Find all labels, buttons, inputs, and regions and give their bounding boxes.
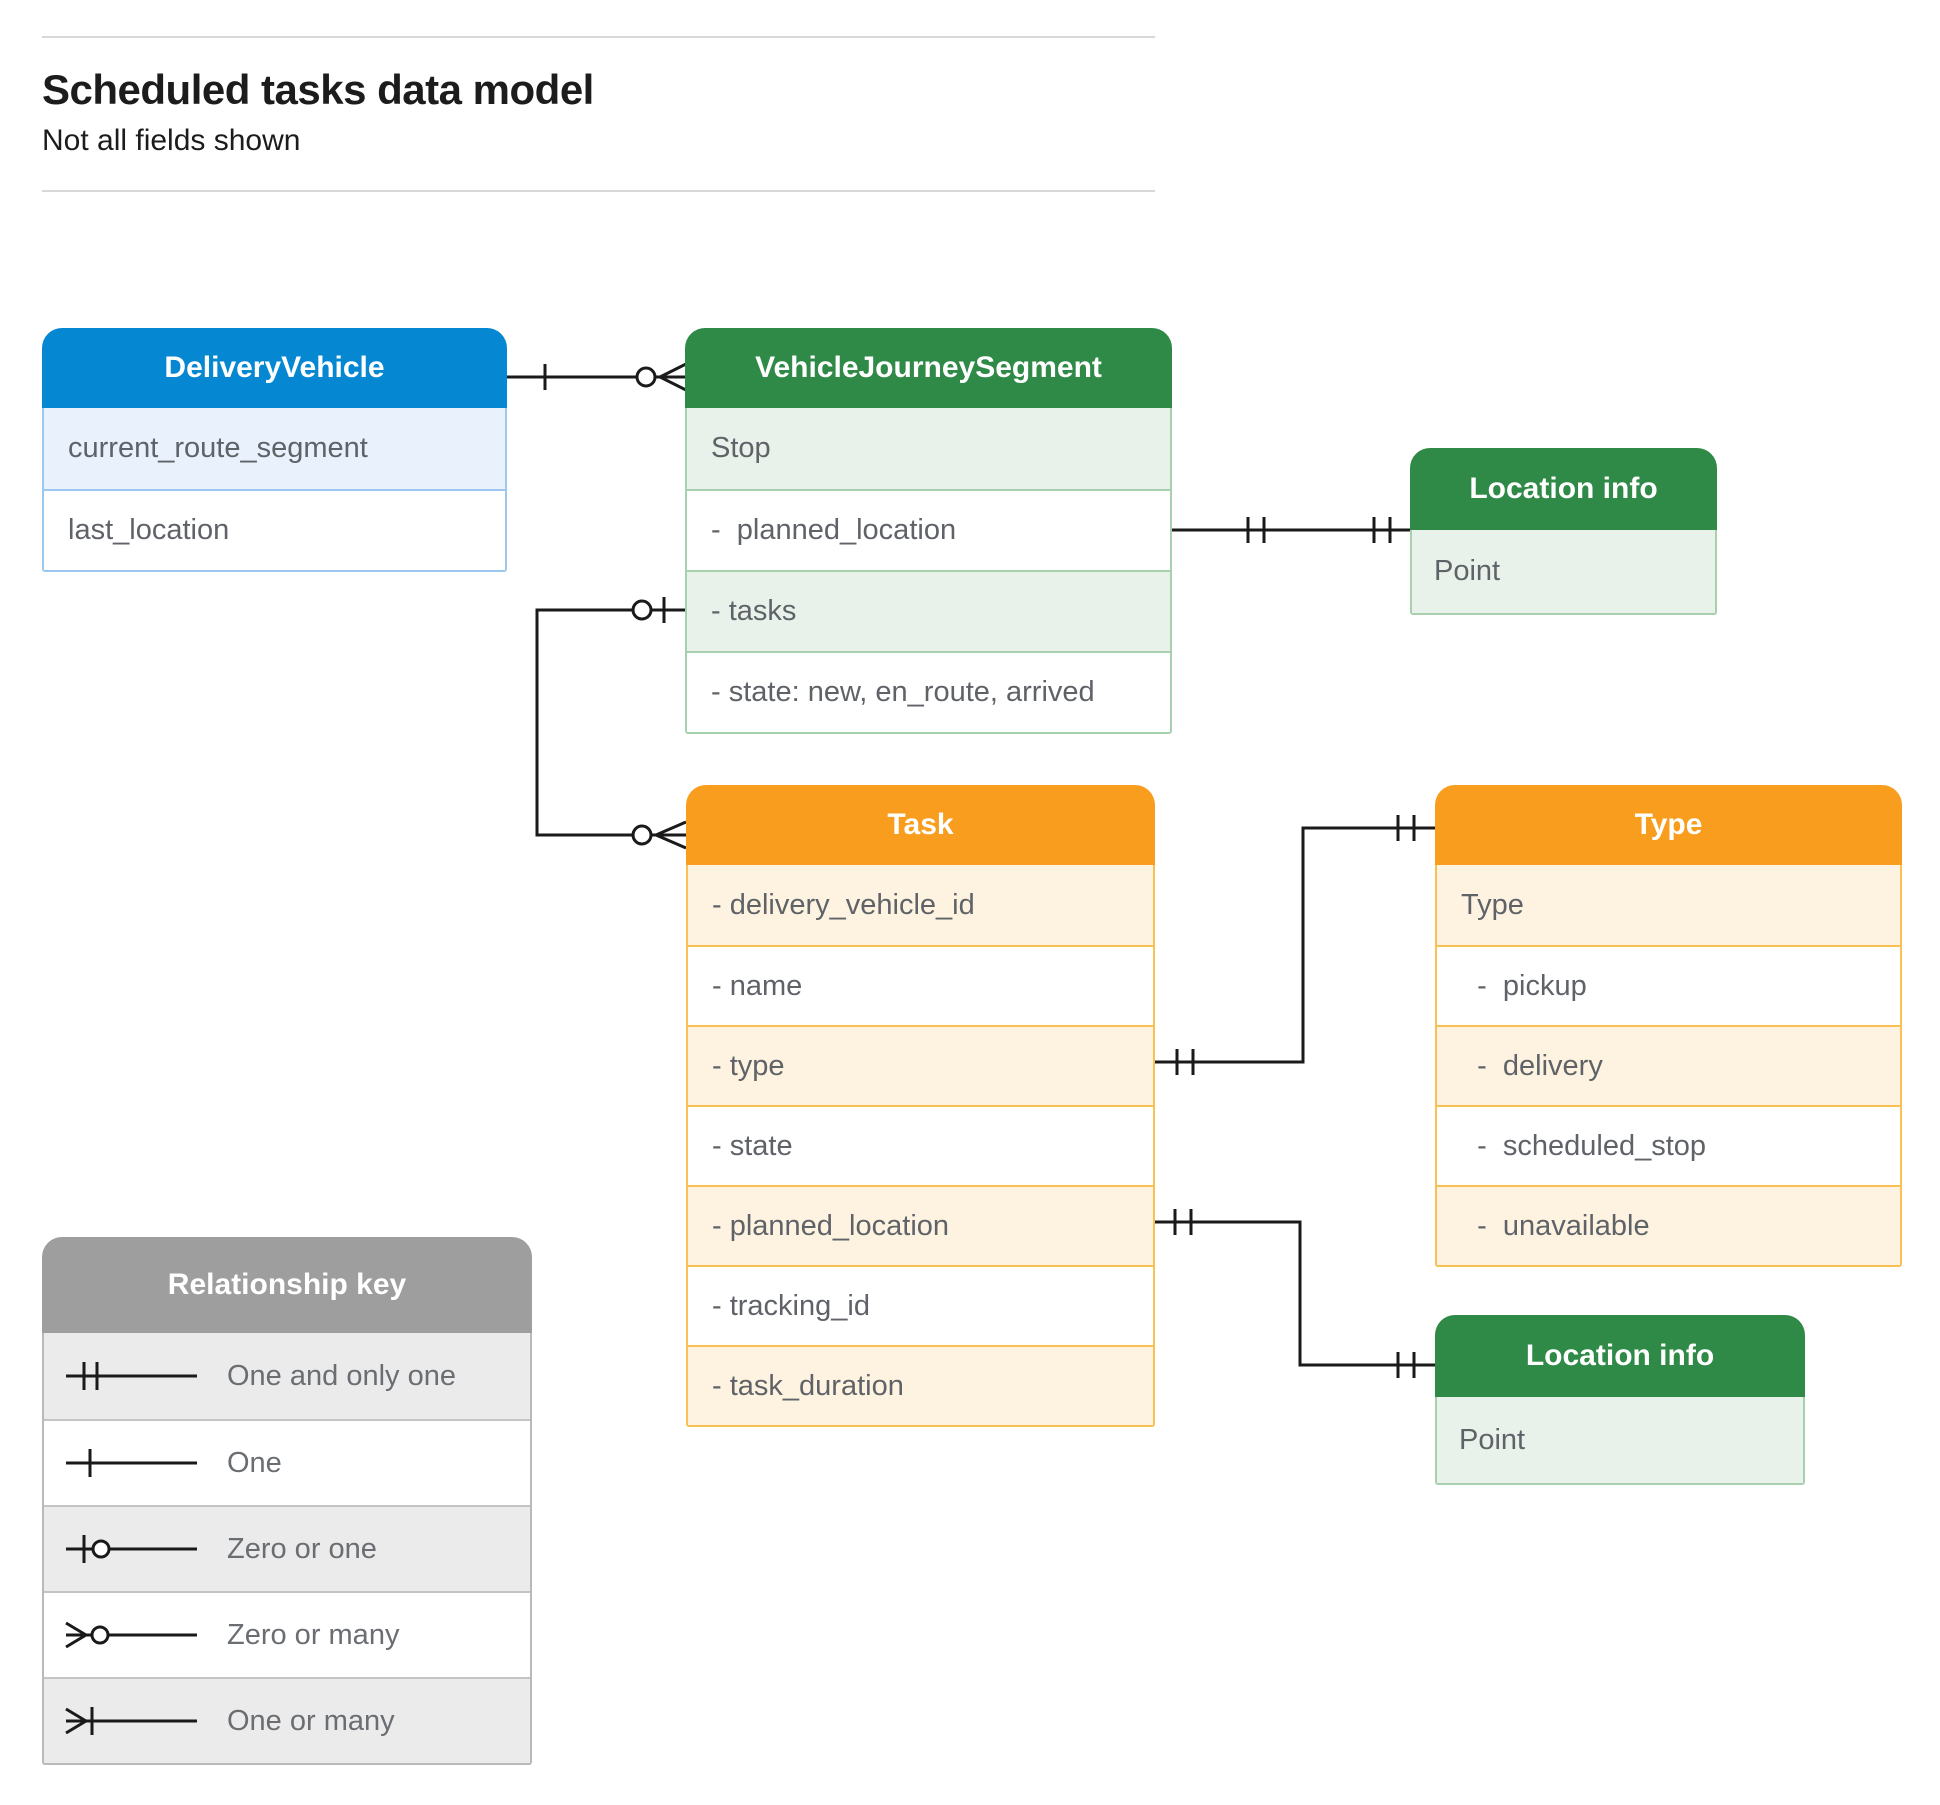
rel-task-type — [1155, 815, 1435, 1075]
field-state: - state — [688, 1105, 1153, 1185]
entity-location-info-top: Location info Point — [1410, 448, 1717, 615]
legend-item-label: One and only one — [227, 1359, 456, 1392]
top-divider — [42, 36, 1155, 38]
one-or-many-symbol-icon — [65, 1707, 197, 1735]
field-type: - type — [688, 1025, 1153, 1105]
rel-task-locationinfo — [1155, 1209, 1435, 1378]
one-symbol-icon — [66, 1449, 197, 1477]
rel-deliveryvehicle-vehiclejourneysegment — [507, 362, 687, 392]
field-task-duration: - task_duration — [688, 1345, 1153, 1425]
legend-item-label: Zero or many — [227, 1618, 400, 1651]
field-stop: Stop — [687, 408, 1170, 489]
entity-location-info-top-body: Point — [1410, 530, 1717, 615]
field-planned-location: - planned_location — [688, 1185, 1153, 1265]
field-unavailable: - unavailable — [1437, 1185, 1900, 1265]
entity-location-info-bottom: Location info Point — [1435, 1315, 1805, 1485]
page-subtitle: Not all fields shown — [42, 124, 301, 157]
field-scheduled-stop: - scheduled_stop — [1437, 1105, 1900, 1185]
entity-vehicle-journey-segment-body: Stop - planned_location - tasks - state:… — [685, 408, 1172, 734]
legend-item-label: One or many — [227, 1704, 395, 1737]
entity-task: Task - delivery_vehicle_id - name - type… — [686, 785, 1155, 1427]
entity-location-info-bottom-title: Location info — [1435, 1315, 1805, 1397]
entity-location-info-bottom-body: Point — [1435, 1397, 1805, 1485]
field-tasks: - tasks — [687, 570, 1170, 651]
entity-task-body: - delivery_vehicle_id - name - type - st… — [686, 865, 1155, 1427]
field-state: - state: new, en_route, arrived — [687, 651, 1170, 732]
zero-or-one-symbol-icon — [66, 1535, 197, 1563]
field-delivery: - delivery — [1437, 1025, 1900, 1105]
entity-type-body: Type - pickup - delivery - scheduled_sto… — [1435, 865, 1902, 1267]
field-name: - name — [688, 945, 1153, 1025]
field-delivery-vehicle-id: - delivery_vehicle_id — [688, 865, 1153, 945]
entity-delivery-vehicle-body: current_route_segment last_location — [42, 408, 507, 572]
entity-location-info-top-title: Location info — [1410, 448, 1717, 530]
one-and-only-one-symbol-icon — [66, 1362, 197, 1390]
legend-item-label: One — [227, 1446, 282, 1479]
relationship-key-legend: Relationship key One and only one One Ze… — [42, 1237, 532, 1765]
field-type-label: Type — [1437, 865, 1900, 945]
field-last-location: last_location — [44, 489, 505, 570]
relationship-key-title: Relationship key — [42, 1237, 532, 1333]
field-tracking-id: - tracking_id — [688, 1265, 1153, 1345]
entity-type: Type Type - pickup - delivery - schedule… — [1435, 785, 1902, 1267]
legend-item-one: One — [44, 1419, 530, 1505]
field-point: Point — [1437, 1397, 1803, 1483]
legend-item-label: Zero or one — [227, 1532, 377, 1565]
field-point: Point — [1412, 530, 1715, 613]
rel-vehiclejourneysegment-task — [535, 597, 687, 850]
legend-item-zero-or-many: Zero or many — [44, 1591, 530, 1677]
legend-item-one-or-many: One or many — [44, 1677, 530, 1763]
rel-vehiclejourneysegment-locationinfo — [1172, 517, 1410, 543]
entity-delivery-vehicle-title: DeliveryVehicle — [42, 328, 507, 408]
legend-item-zero-or-one: Zero or one — [44, 1505, 530, 1591]
legend-item-one-and-only-one: One and only one — [44, 1333, 530, 1419]
entity-delivery-vehicle: DeliveryVehicle current_route_segment la… — [42, 328, 507, 572]
entity-type-title: Type — [1435, 785, 1902, 865]
entity-task-title: Task — [686, 785, 1155, 865]
entity-vehicle-journey-segment: VehicleJourneySegment Stop - planned_loc… — [685, 328, 1172, 734]
entity-vehicle-journey-segment-title: VehicleJourneySegment — [685, 328, 1172, 408]
field-pickup: - pickup — [1437, 945, 1900, 1025]
field-planned-location: - planned_location — [687, 489, 1170, 570]
relationship-key-body: One and only one One Zero or one Zero or… — [42, 1333, 532, 1765]
field-current-route-segment: current_route_segment — [44, 408, 505, 489]
title-divider — [42, 190, 1155, 192]
zero-or-many-symbol-icon — [65, 1621, 197, 1649]
page-title: Scheduled tasks data model — [42, 66, 594, 113]
